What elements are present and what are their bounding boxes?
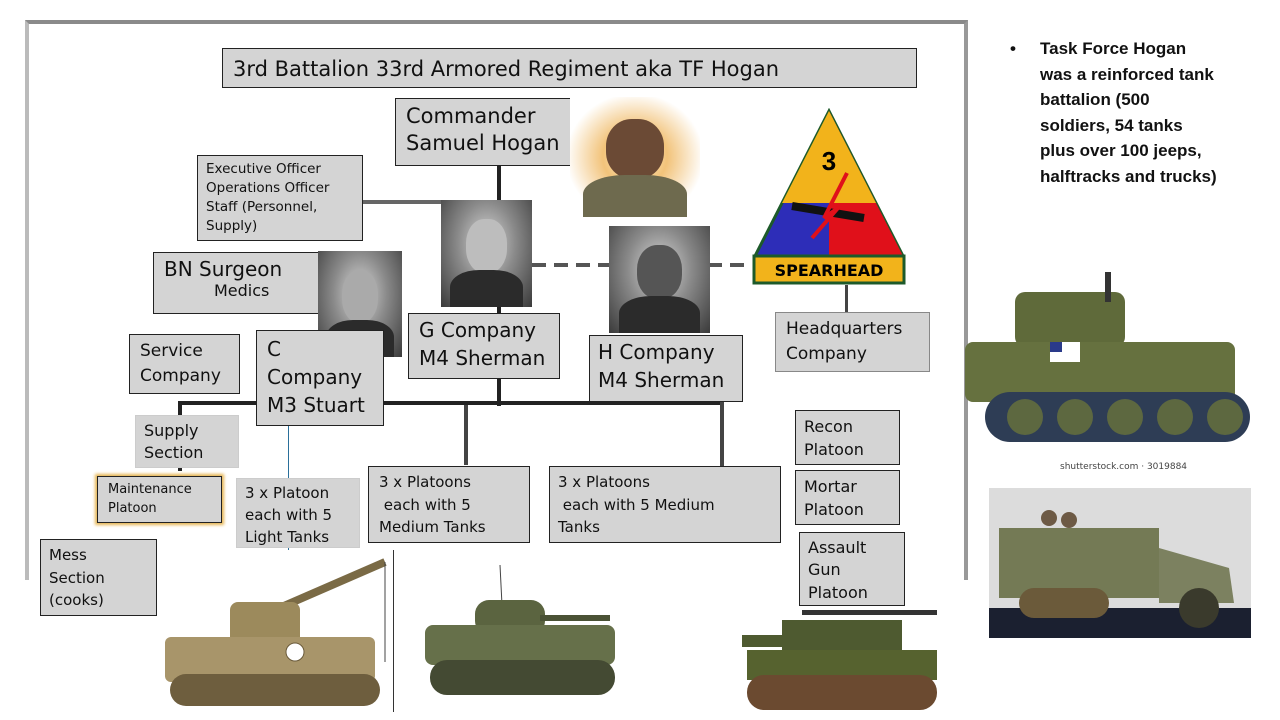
g-platoons-line: Medium Tanks bbox=[379, 518, 486, 536]
exec-line: Operations Officer bbox=[206, 179, 330, 196]
mess-line: (cooks) bbox=[49, 591, 104, 609]
c-platoons-line: Light Tanks bbox=[245, 527, 330, 546]
image-caption: shutterstock.com · 3019884 bbox=[1060, 462, 1188, 472]
assault-line: Platoon bbox=[808, 582, 868, 602]
bullet-marker: • bbox=[1010, 39, 1016, 58]
c-company-line: M3 Stuart bbox=[267, 393, 365, 417]
h-company-commander-photo bbox=[609, 226, 710, 333]
recon-platoon-box: Recon Platoon bbox=[795, 410, 900, 465]
bn-surgeon-box: BN Surgeon Medics bbox=[153, 252, 319, 314]
exec-line: Executive Officer bbox=[206, 161, 321, 177]
connector-line bbox=[178, 401, 723, 405]
assault-gun-vehicle-image bbox=[742, 610, 937, 710]
patch-banner-text: SPEARHEAD bbox=[775, 261, 884, 280]
patch-yellow bbox=[782, 111, 876, 203]
mess-line: Mess bbox=[49, 546, 87, 564]
commander-label: Commander bbox=[406, 104, 536, 128]
mess-section-box: Mess Section (cooks) bbox=[40, 539, 157, 616]
connector-line bbox=[845, 285, 848, 313]
c-platoons-box: 3 x Platoon each with 5 Light Tanks bbox=[236, 478, 360, 548]
service-company-box: Service Company bbox=[129, 334, 240, 394]
h-platoons-line: each with 5 Medium bbox=[558, 495, 715, 514]
c-company-line: C bbox=[267, 337, 281, 361]
patch-number: 3 bbox=[822, 146, 836, 176]
h-company-box: H Company M4 Sherman bbox=[589, 335, 743, 402]
h-platoons-line: 3 x Platoons bbox=[558, 473, 650, 491]
m4-sherman-tank-image bbox=[425, 564, 615, 695]
surgeon-label: BN Surgeon bbox=[164, 257, 283, 281]
c-company-line: Company bbox=[267, 365, 363, 389]
summary-text: Task Force Hogan was a reinforced tank b… bbox=[1040, 39, 1217, 186]
commander-name: Samuel Hogan bbox=[406, 131, 560, 156]
assault-line: Gun bbox=[808, 560, 841, 580]
c-platoons-line: each with 5 bbox=[245, 505, 333, 524]
connector-line bbox=[288, 395, 289, 550]
recon-line: Platoon bbox=[804, 440, 864, 460]
divider-line bbox=[393, 550, 394, 712]
assault-gun-platoon-box: Assault Gun Platoon bbox=[799, 532, 905, 606]
mess-line: Section bbox=[49, 568, 105, 587]
g-company-commander-photo bbox=[441, 200, 532, 307]
lightning-icon bbox=[810, 172, 849, 240]
g-platoons-box: 3 x Platoons each with 5 Medium Tanks bbox=[368, 466, 530, 543]
h-platoons-box: 3 x Platoons each with 5 Medium Tanks bbox=[549, 466, 781, 543]
service-line: Company bbox=[140, 365, 221, 386]
medics-label: Medics bbox=[214, 281, 270, 300]
title-box: 3rd Battalion 33rd Armored Regiment aka … bbox=[222, 48, 917, 88]
mortar-line: Platoon bbox=[804, 500, 864, 520]
hq-line: Company bbox=[786, 343, 867, 364]
exec-staff-box: Executive Officer Operations Officer Sta… bbox=[197, 155, 363, 241]
supply-line: Section bbox=[144, 443, 204, 463]
connector-line bbox=[464, 405, 468, 465]
c-company-box: C Company M3 Stuart bbox=[256, 330, 384, 426]
exec-line: Supply) bbox=[206, 217, 258, 234]
maintenance-platoon-box: Maintenance Platoon bbox=[97, 476, 222, 523]
mortar-platoon-box: Mortar Platoon bbox=[795, 470, 900, 525]
halftrack-image bbox=[989, 488, 1251, 638]
exec-line: Staff (Personnel, bbox=[206, 198, 318, 215]
h-platoons-line: Tanks bbox=[558, 518, 600, 536]
h-company-name: H Company bbox=[598, 340, 715, 364]
h-company-tank: M4 Sherman bbox=[598, 368, 725, 392]
commander-box: Commander Samuel Hogan bbox=[395, 98, 573, 166]
recon-line: Recon bbox=[804, 417, 853, 436]
g-company-name: G Company bbox=[419, 318, 537, 342]
supply-line: Supply bbox=[144, 421, 199, 440]
service-line: Service bbox=[140, 341, 203, 361]
g-platoons-line: 3 x Platoons bbox=[379, 473, 471, 491]
connector-line bbox=[360, 200, 497, 204]
spearhead-patch: 3 SPEARHEAD bbox=[752, 108, 906, 285]
supply-section-box: Supply Section bbox=[135, 415, 239, 468]
g-company-tank: M4 Sherman bbox=[419, 346, 546, 370]
commander-portrait bbox=[570, 97, 700, 217]
hq-line: Headquarters bbox=[786, 319, 903, 339]
g-company-box: G Company M4 Sherman bbox=[408, 313, 560, 379]
c-platoons-line: 3 x Platoon bbox=[245, 484, 330, 502]
maintenance-line: Platoon bbox=[108, 500, 157, 516]
patch-banner bbox=[752, 254, 906, 285]
g-platoons-line: each with 5 bbox=[379, 495, 471, 514]
title-text: 3rd Battalion 33rd Armored Regiment aka … bbox=[233, 57, 780, 81]
mortar-line: Mortar bbox=[804, 477, 857, 496]
maintenance-line: Maintenance bbox=[108, 482, 192, 497]
connector-line bbox=[720, 401, 724, 471]
m3-stuart-tank-image bbox=[965, 272, 1250, 442]
assault-line: Assault bbox=[808, 538, 867, 557]
recovery-vehicle-image bbox=[165, 558, 387, 706]
background-org-chart-frame bbox=[25, 20, 968, 580]
hq-company-box: Headquarters Company bbox=[775, 312, 930, 372]
